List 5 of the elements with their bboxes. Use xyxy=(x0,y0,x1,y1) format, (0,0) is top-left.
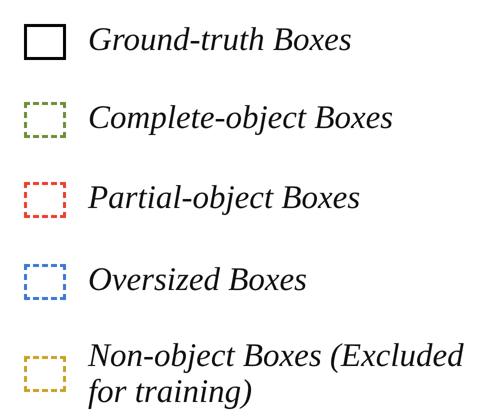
legend-label: Partial-object Boxes xyxy=(88,180,362,216)
legend-label: Complete-object Boxes xyxy=(88,100,394,136)
legend-label: Non-object Boxes (Excluded for training) xyxy=(88,338,465,410)
legend-label: Oversized Boxes xyxy=(88,262,308,298)
legend-label: Ground-truth Boxes xyxy=(88,22,353,58)
